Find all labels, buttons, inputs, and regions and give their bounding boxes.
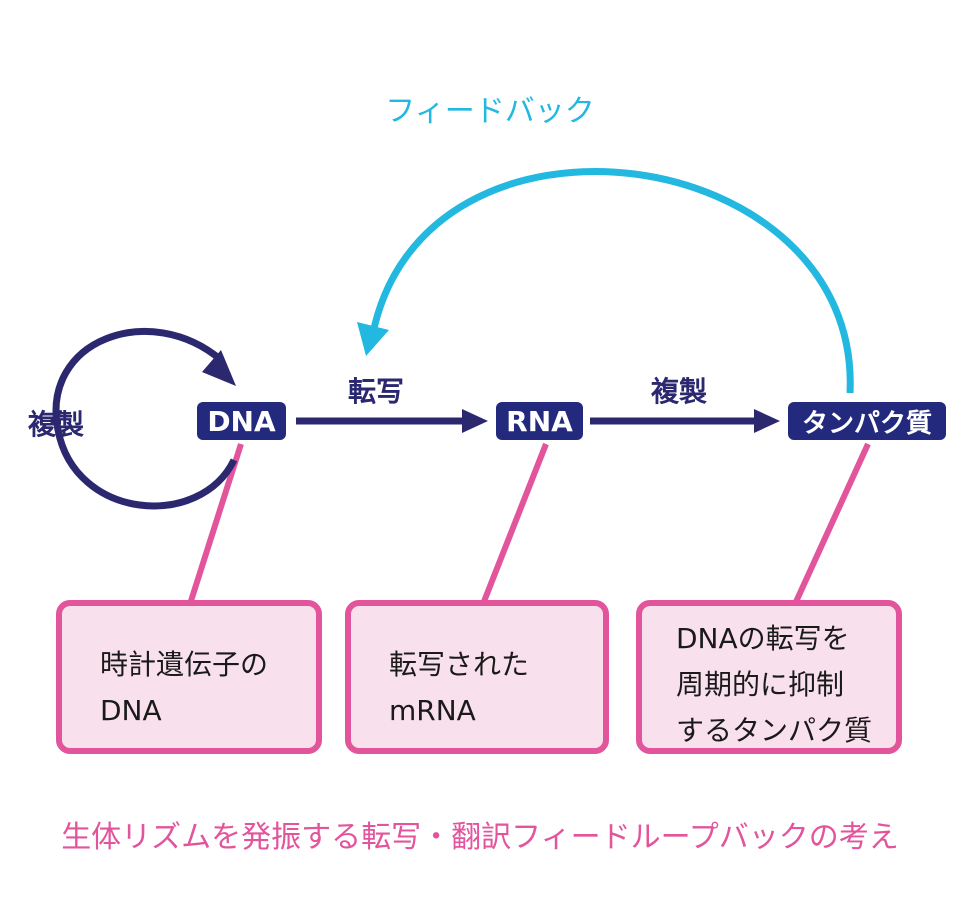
note-protein-line: DNAの転写を [676, 622, 850, 655]
translation-arrowhead [754, 409, 780, 433]
note-protein: DNAの転写を 周期的に抑制 するタンパク質 [636, 600, 902, 754]
feedback-arrowhead [357, 322, 389, 356]
caption: 生体リズムを発振する転写・翻訳フィードループバックの考え [61, 820, 899, 855]
note-dna-line: DNA [100, 694, 162, 727]
transcription-label: 転写 [348, 375, 405, 408]
feedback-label-wrap: フィードバック [0, 86, 960, 130]
replication-loop [52, 327, 238, 510]
feedback-label: フィードバック [385, 94, 595, 129]
node-dna: DNA [197, 402, 286, 440]
translation-label: 複製 [651, 375, 708, 408]
feedback-arrow [368, 168, 854, 394]
transcription-arrowhead [462, 409, 488, 433]
note-protein-line: 周期的に抑制 [676, 668, 845, 701]
replication-label: 複製 [28, 408, 85, 441]
dna-note-connector [187, 443, 244, 605]
note-dna-line: 時計遺伝子の [100, 648, 269, 681]
node-rna: RNA [496, 402, 583, 440]
protein-note-connector [792, 442, 871, 606]
note-rna: 転写された mRNA [345, 600, 609, 754]
note-dna: 時計遺伝子の DNA [56, 600, 322, 754]
rna-note-connector [480, 442, 549, 606]
note-rna-line: 転写された [389, 648, 530, 681]
note-rna-line: mRNA [389, 694, 476, 727]
note-protein-line: するタンパク質 [676, 714, 873, 747]
replication-arrowhead [202, 350, 236, 386]
node-protein: タンパク質 [788, 402, 946, 440]
